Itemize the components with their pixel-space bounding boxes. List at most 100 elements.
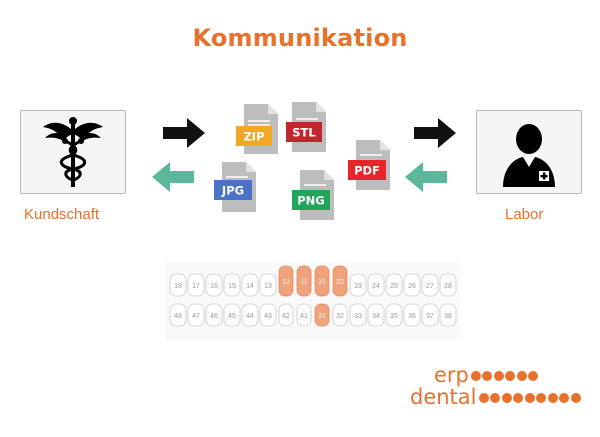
tooth-25 bbox=[385, 273, 403, 297]
tooth-number-28: 28 bbox=[444, 283, 452, 290]
logo-dot bbox=[570, 392, 581, 403]
logo-dot bbox=[536, 392, 546, 403]
tooth-number-32: 32 bbox=[336, 313, 344, 320]
pdf-file-label: PDF bbox=[354, 164, 380, 178]
tooth-43 bbox=[259, 303, 277, 327]
tooth-number-42: 42 bbox=[282, 313, 290, 320]
stl-file-icon: STL bbox=[286, 102, 326, 152]
tooth-44 bbox=[241, 303, 259, 327]
arrow-left-right bbox=[405, 162, 447, 192]
tooth-number-41: 41 bbox=[300, 313, 308, 320]
client-label: Kundschaft bbox=[24, 206, 100, 223]
caduceus-icon bbox=[43, 117, 103, 187]
tooth-number-25: 25 bbox=[390, 283, 398, 290]
tooth-number-34: 34 bbox=[372, 313, 380, 320]
logo-dot bbox=[524, 392, 535, 403]
tooth-number-47: 47 bbox=[192, 313, 200, 320]
tooth-number-24: 24 bbox=[372, 283, 380, 290]
tooth-45 bbox=[223, 303, 241, 327]
logo-dot bbox=[505, 370, 516, 381]
tooth-number-15: 15 bbox=[228, 283, 236, 290]
logo-dot bbox=[478, 392, 489, 403]
tooth-number-22: 22 bbox=[336, 279, 344, 286]
tooth-38 bbox=[439, 303, 457, 327]
lower-teeth-row: 48 47 46 45 44 43 42 41 31 32 33 34 35 36 37 38 bbox=[169, 303, 457, 327]
lab-box bbox=[476, 110, 582, 194]
tooth-28 bbox=[439, 273, 457, 297]
logo-erp-text: erp bbox=[434, 363, 469, 387]
tooth-number-38: 38 bbox=[444, 313, 452, 320]
tooth-33 bbox=[349, 303, 367, 327]
tooth-number-45: 45 bbox=[228, 313, 236, 320]
jpg-file-icon: JPG bbox=[214, 162, 256, 212]
tooth-number-16: 16 bbox=[210, 283, 218, 290]
tooth-number-46: 46 bbox=[210, 313, 218, 320]
arrow-right-left bbox=[163, 118, 205, 148]
page-title: Kommunikation bbox=[192, 24, 408, 52]
logo-dot bbox=[501, 392, 512, 403]
tooth-18 bbox=[169, 273, 187, 297]
logo-dot bbox=[516, 370, 527, 381]
tooth-17 bbox=[187, 273, 205, 297]
tooth-16 bbox=[205, 273, 223, 297]
tooth-number-37: 37 bbox=[426, 313, 434, 320]
tooth-number-35: 35 bbox=[390, 313, 398, 320]
tooth-number-12: 12 bbox=[282, 279, 290, 286]
tooth-number-14: 14 bbox=[246, 283, 254, 290]
zip-file-icon: ZIP bbox=[236, 104, 278, 154]
stl-file-label: STL bbox=[292, 126, 316, 140]
tooth-31 bbox=[314, 303, 330, 327]
tooth-number-33: 33 bbox=[354, 313, 362, 320]
tooth-32 bbox=[332, 303, 348, 327]
erp-dental-logo: erp dental bbox=[410, 365, 582, 408]
tooth-number-36: 36 bbox=[408, 313, 416, 320]
tooth-35 bbox=[385, 303, 403, 327]
tooth-number-13: 13 bbox=[264, 283, 272, 290]
tooth-number-18: 18 bbox=[174, 283, 182, 290]
logo-dot bbox=[470, 370, 481, 381]
tooth-number-43: 43 bbox=[264, 313, 272, 320]
tooth-number-31: 31 bbox=[318, 313, 326, 320]
logo-dot bbox=[513, 392, 523, 403]
tooth-24 bbox=[367, 273, 385, 297]
logo-dot bbox=[559, 392, 569, 403]
tooth-number-23: 23 bbox=[354, 283, 362, 290]
tooth-13 bbox=[259, 273, 277, 297]
tooth-number-27: 27 bbox=[426, 283, 434, 290]
tooth-36 bbox=[403, 303, 421, 327]
client-box bbox=[20, 110, 126, 194]
tooth-27 bbox=[421, 273, 439, 297]
logo-dental-text: dental bbox=[410, 385, 477, 409]
tooth-46 bbox=[205, 303, 223, 327]
tooth-41 bbox=[296, 303, 312, 327]
lab-label: Labor bbox=[505, 206, 544, 223]
tooth-number-48: 48 bbox=[174, 313, 182, 320]
tooth-37 bbox=[421, 303, 439, 327]
logo-dot bbox=[493, 370, 504, 381]
tooth-number-26: 26 bbox=[408, 283, 416, 290]
arrow-left-left bbox=[152, 162, 194, 192]
tooth-48 bbox=[169, 303, 187, 327]
tooth-21 bbox=[314, 265, 330, 297]
tooth-12 bbox=[278, 265, 294, 297]
png-file-icon: PNG bbox=[292, 170, 334, 220]
tooth-15 bbox=[223, 273, 241, 297]
logo-dot bbox=[490, 392, 500, 403]
pdf-file-icon: PDF bbox=[348, 140, 390, 190]
tooth-47 bbox=[187, 303, 205, 327]
tooth-number-17: 17 bbox=[192, 283, 200, 290]
doctor-icon bbox=[503, 124, 555, 187]
tooth-34 bbox=[367, 303, 385, 327]
zip-file-label: ZIP bbox=[243, 130, 264, 144]
tooth-26 bbox=[403, 273, 421, 297]
tooth-11 bbox=[296, 265, 312, 297]
jpg-file-label: JPG bbox=[221, 184, 244, 198]
tooth-number-21: 21 bbox=[318, 279, 326, 286]
png-file-label: PNG bbox=[297, 194, 325, 208]
logo-dot bbox=[547, 392, 558, 403]
tooth-number-44: 44 bbox=[246, 313, 254, 320]
logo-dot bbox=[482, 370, 493, 381]
logo-dot bbox=[528, 370, 539, 381]
